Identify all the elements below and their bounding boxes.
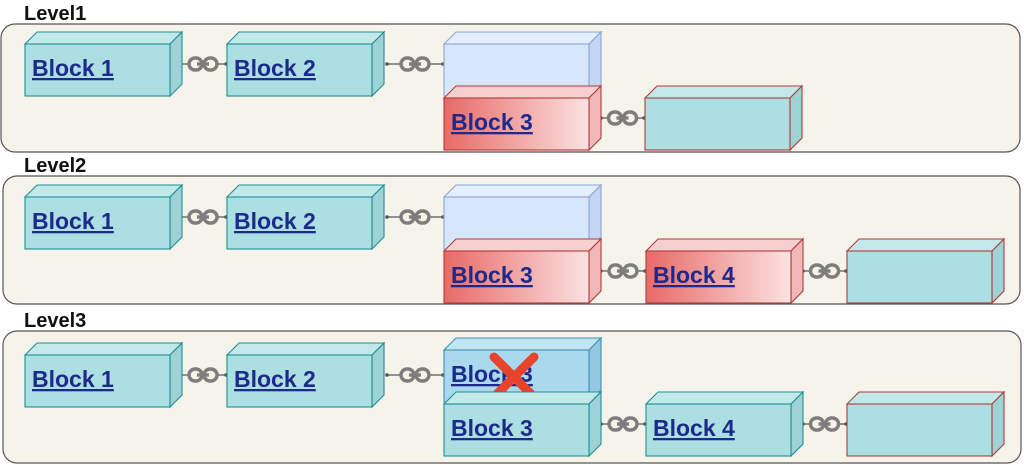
chain-link-icon [607,416,639,432]
block-front-face [846,250,993,304]
block-side-face [169,183,183,251]
block: Block 3 [442,84,603,152]
block-side-face [169,341,183,409]
block-top-face [442,184,603,198]
block-side-face [789,84,803,152]
block-side-face [790,237,804,305]
block: Block 2 [225,341,386,409]
block-top-face [225,184,386,198]
block-side-face [588,390,602,458]
chain-link-icon [606,110,639,126]
chain-link-icon [187,367,219,383]
block [845,237,1006,305]
block-top-face [225,342,386,356]
chain-link-icon [399,56,431,72]
block-link [385,209,445,225]
x-mark-icon [489,352,539,402]
block: Block 4 [644,390,805,458]
block-label[interactable]: Block 3 [451,415,533,441]
block: Block 1 [23,341,184,409]
block [845,390,1006,458]
block: Block 1 [23,183,184,251]
block-front-face [443,97,590,151]
block: Block 4 [644,237,805,305]
level-title: Level2 [24,155,86,177]
block-label[interactable]: Block 1 [32,208,114,234]
block-label[interactable]: Block 2 [234,55,316,81]
block-front-face [846,403,993,457]
block [643,84,804,152]
block-side-face [588,84,602,152]
block-link [801,263,848,279]
block-label[interactable]: Block 2 [234,366,316,392]
chain-link-icon [607,263,639,279]
block-side-face [991,237,1005,305]
block-side-face [991,390,1005,458]
block-link [599,416,647,432]
block-front-face [24,354,171,408]
chain-link-icon [187,209,219,225]
chain-link-icon [399,367,431,383]
block-front-face [226,43,373,97]
block-link [178,209,228,225]
block-label[interactable]: Block 3 [451,262,533,288]
block: Block 3 [442,390,603,458]
level-title: Level1 [24,3,86,25]
block-label[interactable]: Block 4 [653,262,735,288]
block-link [599,110,646,126]
block-top-face [845,391,1006,405]
block-side-face [588,237,602,305]
block-top-face [644,391,805,405]
block-label[interactable]: Block 2 [234,208,316,234]
block-front-face [24,43,171,97]
block-link [599,263,647,279]
block-top-face [442,31,603,45]
block-top-face [442,85,603,99]
block-top-face [442,391,603,405]
block-top-face [23,31,184,45]
block-top-face [442,337,603,351]
chain-link-icon [187,56,219,72]
block-link [801,416,848,432]
block-side-face [371,30,385,98]
block-label[interactable]: Block 3 [451,109,533,135]
chain-link-icon [808,263,841,279]
block-front-face [226,196,373,250]
block: Block 3 [442,237,603,305]
block-front-face [24,196,171,250]
block-link [385,56,445,72]
block-top-face [845,238,1006,252]
block-side-face [790,390,804,458]
chain-link-icon [808,416,841,432]
block-link [178,367,228,383]
block-top-face [644,238,805,252]
block-top-face [643,85,804,99]
block: Block 2 [225,30,386,98]
block-label[interactable]: Block 1 [32,366,114,392]
block-top-face [442,238,603,252]
block-link [385,367,445,383]
block-front-face [644,97,791,151]
block: Block 1 [23,30,184,98]
block-label[interactable]: Block 4 [653,415,735,441]
block-top-face [23,342,184,356]
block-label[interactable]: Block 1 [32,55,114,81]
block-front-face [645,403,792,457]
block-front-face [645,250,792,304]
block-front-face [443,403,590,457]
block-side-face [371,341,385,409]
block-front-face [226,354,373,408]
chain-link-icon [399,209,431,225]
level-title: Level3 [24,310,86,332]
block-side-face [371,183,385,251]
block-front-face [443,250,590,304]
block-side-face [169,30,183,98]
block: Block 2 [225,183,386,251]
block-top-face [225,31,386,45]
block-top-face [23,184,184,198]
